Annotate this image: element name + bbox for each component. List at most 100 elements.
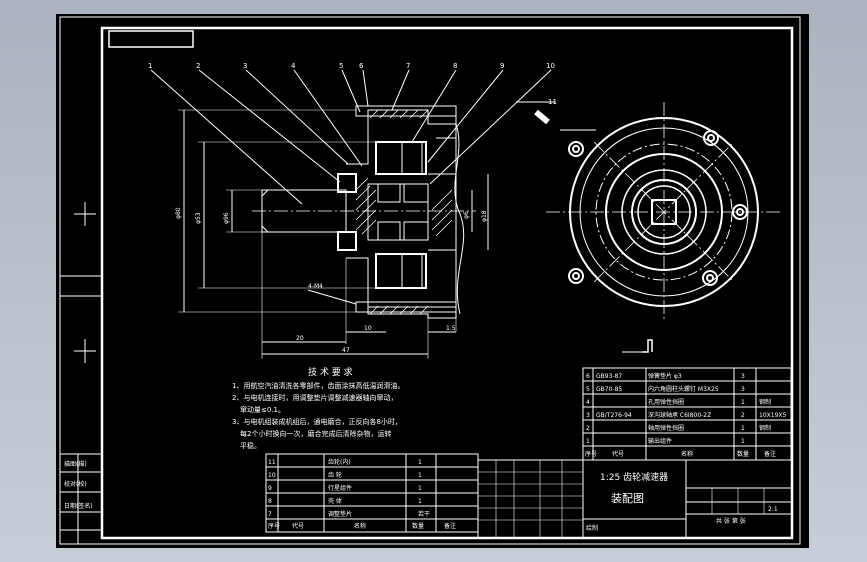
title-block (477, 459, 793, 539)
bom-upper-name: 内六角圆柱头螺钉 M3X25 (648, 385, 719, 393)
tech-line-2: 2、与电机连接时，用调整垫片调整减速器轴向窜动， (232, 393, 397, 402)
bom-upper-no: 6 (586, 373, 590, 380)
bom-lower-qty: 1 (418, 472, 422, 479)
bom-upper-name: 轴用弹性挡圈 (648, 424, 684, 432)
bom-upper-name: 孔用弹性挡圈 (648, 398, 684, 406)
bom-upper-qty: 3 (741, 373, 745, 380)
bom-l-h-no: 序号 (268, 522, 280, 530)
dim-d96: φ96 (223, 212, 230, 224)
bom-upper (582, 367, 792, 461)
tech-heading: 技 术 要 求 (308, 366, 353, 378)
inner-frame (100, 26, 794, 540)
bom-upper-no: 3 (586, 412, 590, 419)
drawing-title: 1:25 齿轮减速器 (600, 471, 668, 483)
section-view (150, 69, 552, 359)
balloon-4: 4 (291, 62, 296, 70)
tech-line-5: 每2个小时换向一次，磨合完成后清除杂物，运转 (240, 429, 391, 438)
bom-l-h-qty: 数量 (412, 522, 424, 530)
bom-upper-mat: 钢制 (759, 398, 771, 406)
bom-upper-qty: 2 (741, 412, 745, 419)
balloon-labels: 1 2 3 4 5 6 7 8 9 10 11 (148, 62, 557, 106)
left-margin (60, 202, 102, 544)
left-label-1: 校对(校) (64, 480, 87, 488)
bom-lower-name: 行星组件 (328, 484, 352, 492)
bom-lower-no: 9 (268, 485, 272, 492)
bom-u-h-name: 名称 (681, 450, 693, 458)
tech-line-4: 3、与电机组装成机组后，通电磨合，正反向各8小时， (232, 417, 402, 426)
bom-lower-qty: 若干 (418, 510, 430, 518)
bom-upper-name: 弹簧垫片 φ3 (648, 372, 682, 380)
bom-upper-no: 1 (586, 438, 590, 445)
bom-upper-name: 输出组件 (648, 437, 672, 445)
drawing-scale: 2:1 (768, 506, 778, 513)
bom-lower (265, 453, 479, 533)
left-label-2: 日期(签名) (64, 502, 93, 510)
left-label-0: 描图(描) (64, 460, 87, 468)
bom-lower-no: 7 (268, 511, 272, 518)
bom-upper-no: 5 (586, 386, 590, 393)
bom-u-h-code: 代号 (612, 450, 624, 458)
balloon-3: 3 (243, 62, 247, 70)
cad-viewport[interactable]: 描图(描) 校对(校) 日期(签名) (56, 14, 809, 548)
bom-upper-qty: 1 (741, 399, 745, 406)
balloon-1: 1 (148, 62, 152, 70)
drawing-subtitle: 装配图 (611, 492, 644, 505)
dim-len47: 47 (342, 347, 350, 354)
tech-line-6: 平稳。 (240, 441, 261, 450)
bom-upper-qty: 1 (741, 425, 745, 432)
bom-upper-qty: 3 (741, 386, 745, 393)
bom-lower-header: 序号 代号 名称 数量 备注 (268, 522, 456, 530)
bom-lower-name: 齿轮(内) (328, 458, 351, 466)
bom-lower-name: 调整垫片 (328, 510, 352, 518)
bom-upper-mat: 10X19X5 (759, 412, 786, 419)
bom-lower-rows: 11 齿轮(内) 1 10 齿 轮 1 9 行星组件 1 8 壳 体 1 7 调整垫片 若干 (268, 458, 430, 518)
outer-border (59, 16, 801, 545)
balloon-6: 6 (359, 62, 364, 70)
balloon-8: 8 (453, 62, 457, 70)
bom-u-h-no: 序号 (585, 450, 597, 458)
bom-upper-no: 4 (586, 399, 590, 406)
bom-lower-no: 10 (268, 472, 276, 479)
bom-upper-qty: 1 (741, 438, 745, 445)
bom-u-h-qty: 数量 (737, 450, 749, 458)
end-view (516, 101, 782, 353)
bom-lower-no: 11 (268, 459, 276, 466)
bom-l-h-code: 代号 (292, 522, 304, 530)
drawing-canvas: 描图(描) 校对(校) 日期(签名) (59, 16, 801, 545)
bom-lower-qty: 1 (418, 459, 422, 466)
bom-lower-no: 8 (268, 498, 272, 505)
dim-bolt: 4-M4 (308, 283, 323, 290)
bom-l-h-name: 名称 (354, 522, 366, 530)
hui-zhi-label: 绘制 (586, 524, 598, 532)
bom-upper-code: GB93-87 (596, 373, 622, 380)
bom-upper-header: 序号 代号 名称 数量 备注 (585, 450, 776, 458)
tech-requirements: 技 术 要 求 1、用航空汽油清洗各零部件，齿面涂抹高低温润滑油。 2、与电机连… (232, 366, 404, 450)
sheet-label: 共 张 第 张 (716, 517, 746, 525)
balloon-9: 9 (500, 62, 504, 70)
bom-upper-mat: 钢制 (759, 424, 771, 432)
balloon-2: 2 (196, 62, 200, 70)
bom-l-h-mat: 备注 (444, 522, 456, 530)
bom-upper-code: GB/T276-94 (596, 412, 632, 419)
bom-upper-name: 深沟球轴承 C6I800-2Z (648, 411, 711, 419)
bom-upper-no: 2 (586, 425, 590, 432)
tech-line-1: 1、用航空汽油清洗各零部件，齿面涂抹高低温润滑油。 (232, 381, 404, 390)
code-box (108, 30, 194, 48)
balloon-7: 7 (406, 62, 410, 70)
dim-d18: φ18 (481, 210, 488, 222)
tech-line-3: 窜动量≤0.1。 (240, 405, 285, 414)
dim-len15: 1.5 (446, 325, 456, 332)
dim-d80: φ80 (175, 207, 182, 219)
dim-len20: 20 (296, 335, 304, 342)
balloon-5: 5 (339, 62, 343, 70)
dim-d53: φ53 (195, 212, 202, 224)
bom-lower-qty: 1 (418, 498, 422, 505)
dim-d6: φ6 (463, 211, 470, 219)
dim-len10: 10 (364, 325, 372, 332)
bom-lower-name: 壳 体 (328, 497, 342, 505)
bom-lower-qty: 1 (418, 485, 422, 492)
dimension-texts: φ80 φ53 φ96 φ6 φ18 4-M4 20 47 10 1.5 (175, 207, 488, 354)
bom-lower-name: 齿 轮 (328, 471, 342, 479)
balloon-10: 10 (546, 62, 555, 70)
